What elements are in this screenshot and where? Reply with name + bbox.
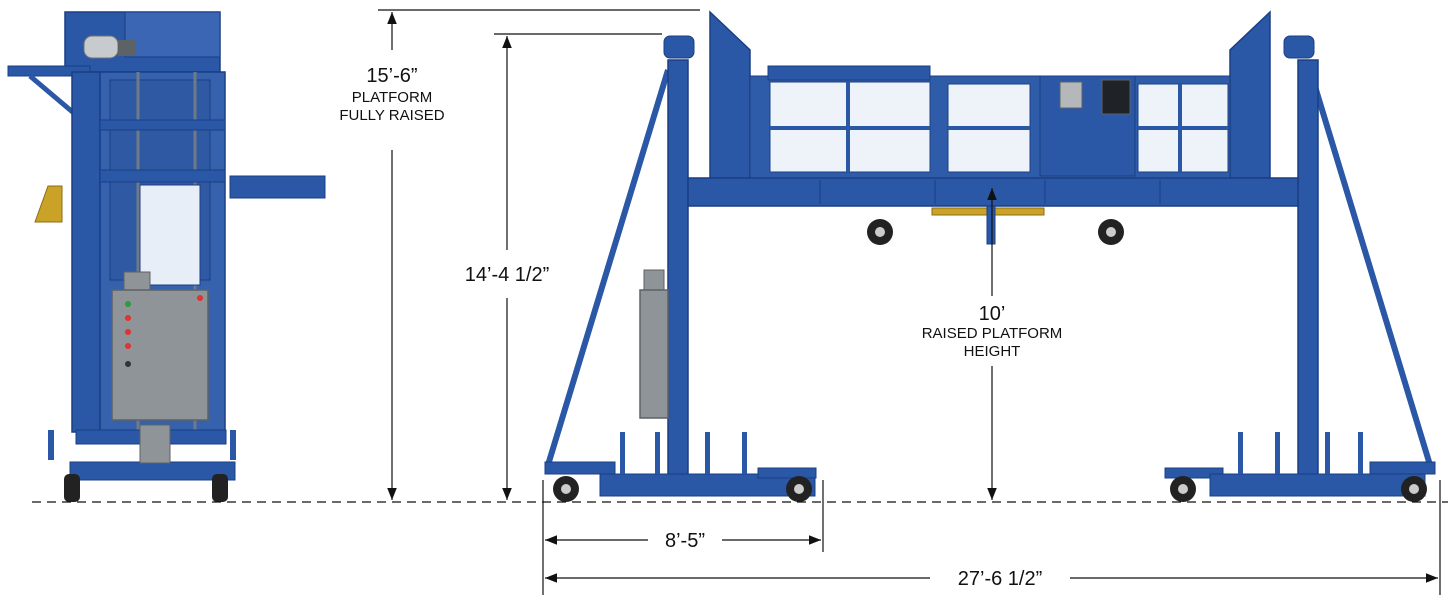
dimension-lines <box>32 9 1448 595</box>
raised-platform-label-1: RAISED PLATFORM <box>922 325 1063 342</box>
height-14-value: 14’-4 1/2” <box>465 264 550 286</box>
fully-raised-label-2: FULLY RAISED <box>339 107 444 124</box>
overall-width-value: 27’-6 1/2” <box>958 568 1043 590</box>
fully-raised-label-1: PLATFORM <box>352 89 433 106</box>
side-view-machine <box>7 11 326 502</box>
raised-platform-label-2: HEIGHT <box>964 343 1021 360</box>
fully-raised-value: 15’-6” <box>366 65 417 87</box>
front-view-machine <box>544 10 1436 502</box>
base-width-value: 8’-5” <box>665 530 705 552</box>
dimension-labels: 15’-6” PLATFORM FULLY RAISED 14’-4 1/2” … <box>339 65 1062 590</box>
raised-platform-value: 10’ <box>979 303 1006 325</box>
